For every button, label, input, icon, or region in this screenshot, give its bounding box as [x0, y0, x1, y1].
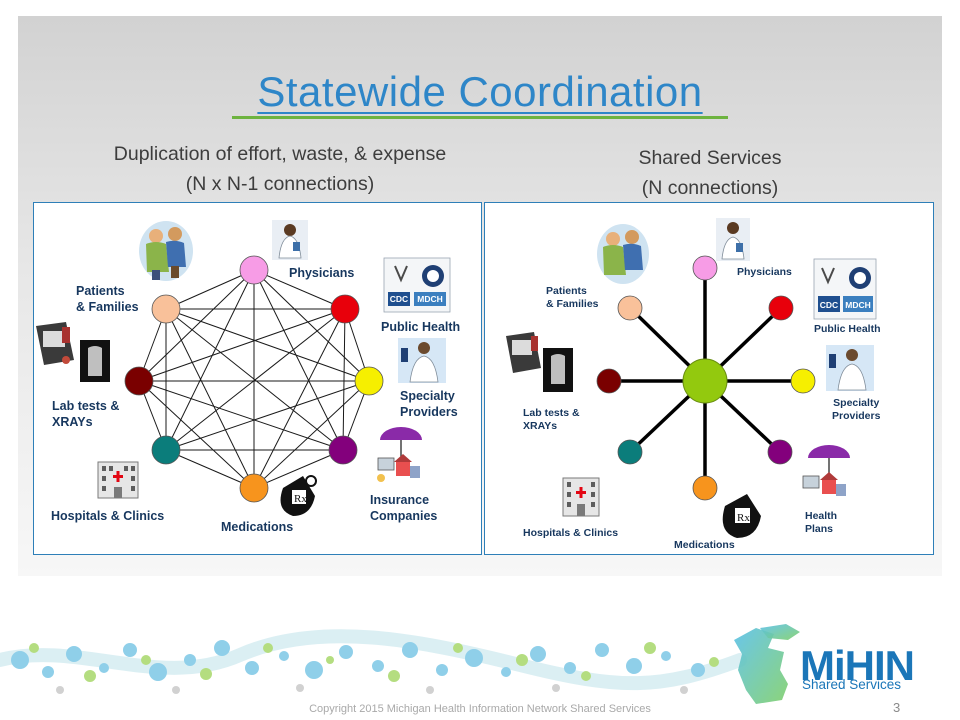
mesh-connection-line	[138, 269, 255, 382]
medications-icon: Rx	[280, 475, 317, 516]
mesh-connection-line	[342, 308, 346, 451]
mesh-connection-line	[165, 308, 370, 382]
mesh-nodes	[124, 255, 384, 503]
label-public-health: Public Health	[381, 320, 461, 334]
mesh-connection-line	[165, 308, 344, 451]
rx-symbol: Rx	[737, 512, 750, 524]
mesh-node-specialty-providers	[354, 366, 384, 396]
page-number: 3	[893, 700, 901, 715]
mesh-node-public-health	[330, 294, 360, 324]
label-lab-tests-xrays: Lab tests &XRAYs	[52, 399, 120, 429]
mesh-connection-line	[165, 308, 346, 451]
title-underline	[232, 116, 728, 119]
mesh-node-insurance	[328, 435, 358, 465]
cdc-dhs-icon: CDC MDCH	[813, 258, 877, 320]
hub-node-lab-tests	[596, 368, 622, 394]
mesh-connection-line	[138, 380, 255, 489]
slide-title: Statewide Coordination	[257, 68, 703, 115]
mesh-connection-line	[253, 380, 370, 489]
mesh-connection-line	[138, 380, 344, 451]
mesh-node-medications	[239, 473, 269, 503]
mdch-badge-text: MDCH	[417, 294, 443, 304]
hub-nodes	[596, 255, 816, 501]
insurance-icon	[377, 427, 422, 482]
label-patients-families: Patients& Families	[546, 285, 599, 310]
hub-node-specialty-providers	[790, 368, 816, 394]
hub-node-insurance	[767, 439, 793, 465]
label-physicians: Physicians	[289, 266, 355, 280]
mesh-connection-line	[253, 269, 346, 310]
label-hospitals-clinics: Hospitals & Clinics	[51, 509, 165, 523]
hub-node-physicians	[692, 255, 718, 281]
physician-icon	[272, 220, 308, 260]
michigan-map-icon	[734, 624, 800, 704]
specialty-provider-icon	[826, 345, 874, 391]
mesh-connection-line	[253, 269, 344, 451]
medications-icon: Rx	[722, 494, 761, 538]
rx-symbol: Rx	[294, 493, 307, 505]
hospital-icon	[562, 477, 600, 517]
patients-family-icon	[139, 221, 193, 281]
patients-family-icon	[597, 224, 649, 284]
mesh-connection-line	[165, 308, 255, 489]
hospital-icon	[97, 461, 139, 499]
mesh-node-lab-tests	[124, 366, 154, 396]
mesh-connection-line	[253, 308, 346, 489]
hub-node-public-health	[768, 295, 794, 321]
molecule-network-decoration	[0, 629, 747, 694]
left-heading: Duplication of effort, waste, & expense …	[113, 143, 447, 195]
mesh-connection-line	[253, 449, 344, 489]
specialty-provider-icon	[398, 338, 446, 383]
mesh-connection-line	[253, 269, 370, 382]
hub-node-patients-families	[617, 295, 643, 321]
health-plans-icon	[802, 445, 850, 496]
right-heading: Shared Services (N connections)	[638, 147, 782, 199]
mdch-badge-text: MDCH	[845, 300, 871, 310]
shared-services-hub	[682, 358, 728, 404]
lab-xray-icon	[506, 332, 573, 392]
mesh-connection-line	[165, 269, 255, 451]
cdc-badge-text: CDC	[390, 294, 408, 304]
label-patients-families: Patients& Families	[76, 284, 139, 314]
label-lab-tests-xrays: Lab tests &XRAYs	[523, 407, 580, 432]
mihin-logo-tagline: Shared Services	[802, 677, 902, 692]
label-public-health: Public Health	[814, 323, 881, 335]
mesh-node-patients-families	[151, 294, 181, 324]
label-medications: Medications	[221, 520, 294, 534]
mesh-connection-line	[165, 269, 255, 310]
label-hospitals-clinics: Hospitals & Clinics	[523, 527, 619, 539]
copyright-notice: Copyright 2015 Michigan Health Informati…	[309, 703, 651, 715]
hub-node-medications	[692, 475, 718, 501]
cdc-dhs-icon: CDC MDCH	[383, 257, 451, 313]
label-physicians: Physicians	[737, 266, 792, 278]
mesh-node-hospitals-clinics	[151, 435, 181, 465]
physician-icon	[716, 218, 750, 261]
mesh-connection-line	[138, 308, 346, 382]
label-medications: Medications	[674, 539, 735, 551]
mesh-connection-line	[165, 449, 255, 489]
hub-node-hospitals-clinics	[617, 439, 643, 465]
mihin-logo-text: MiHIN	[800, 642, 915, 689]
mesh-connection-line	[165, 380, 370, 451]
lab-xray-icon	[36, 322, 110, 382]
cdc-badge-text: CDC	[820, 300, 838, 310]
mesh-node-physicians	[239, 255, 269, 285]
